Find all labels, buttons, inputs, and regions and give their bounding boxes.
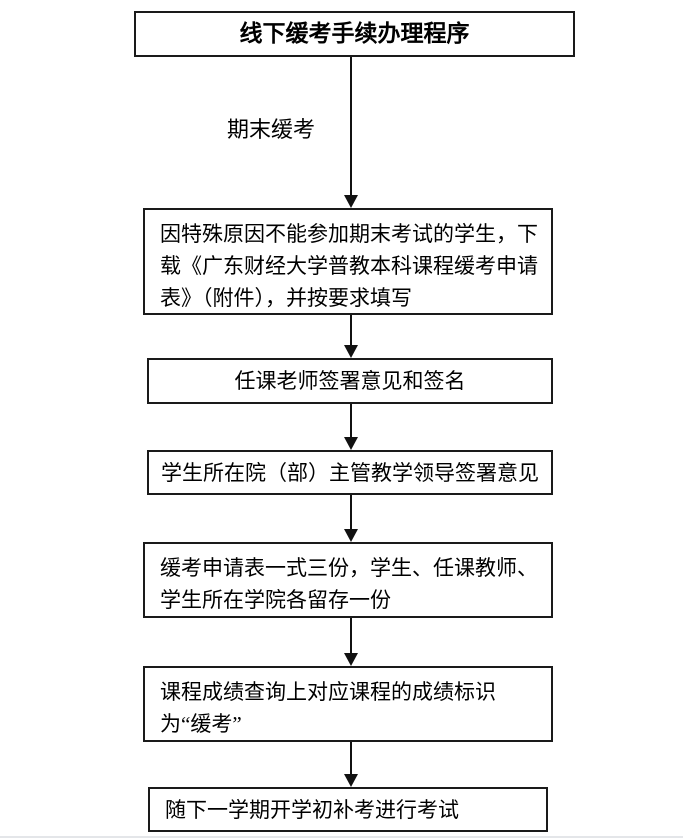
- flow-arrow-head: [344, 345, 358, 358]
- step-text: 因特殊原因不能参加期末考试的学生，下载《广东财经大学普教本科课程缓考申请表》（附…: [160, 222, 538, 310]
- flow-arrow-shaft: [350, 404, 352, 438]
- step-text: 课程成绩查询上对应课程的成绩标识为“缓考”: [160, 680, 496, 736]
- page-bottom-rule: [0, 836, 683, 838]
- flow-arrow-shaft: [350, 618, 352, 654]
- step-text: 任课老师签署意见和签名: [234, 369, 466, 393]
- step-text: 学生所在院（部）主管教学领导签署意见: [161, 460, 539, 485]
- branch-label: 期末缓考: [227, 117, 316, 142]
- flowchart-title-box: 线下缓考手续办理程序: [134, 11, 575, 57]
- step-box-1: 因特殊原因不能参加期末考试的学生，下载《广东财经大学普教本科课程缓考申请表》（附…: [143, 208, 553, 315]
- step-box-3: 学生所在院（部）主管教学领导签署意见: [147, 450, 553, 495]
- flow-arrow-shaft: [350, 742, 352, 775]
- flow-arrow-head: [344, 653, 358, 666]
- step-text: 随下一学期开学初补考进行考试: [165, 797, 459, 822]
- flow-arrow-head: [344, 437, 358, 450]
- step-box-5: 课程成绩查询上对应课程的成绩标识为“缓考”: [143, 666, 553, 742]
- step-box-4: 缓考申请表一式三份，学生、任课教师、学生所在学院各留存一份: [143, 542, 553, 618]
- flow-arrow-head: [344, 195, 358, 208]
- flow-arrow-head: [344, 529, 358, 542]
- flow-arrow-shaft: [350, 495, 352, 530]
- flow-arrow-shaft: [350, 57, 352, 195]
- step-text: 缓考申请表一式三份，学生、任课教师、学生所在学院各留存一份: [160, 556, 538, 612]
- flow-arrow-shaft: [350, 315, 352, 346]
- flowchart-title: 线下缓考手续办理程序: [239, 21, 470, 46]
- flow-arrow-head: [344, 774, 358, 787]
- step-box-2: 任课老师签署意见和签名: [147, 358, 553, 404]
- step-box-6: 随下一学期开学初补考进行考试: [148, 787, 548, 832]
